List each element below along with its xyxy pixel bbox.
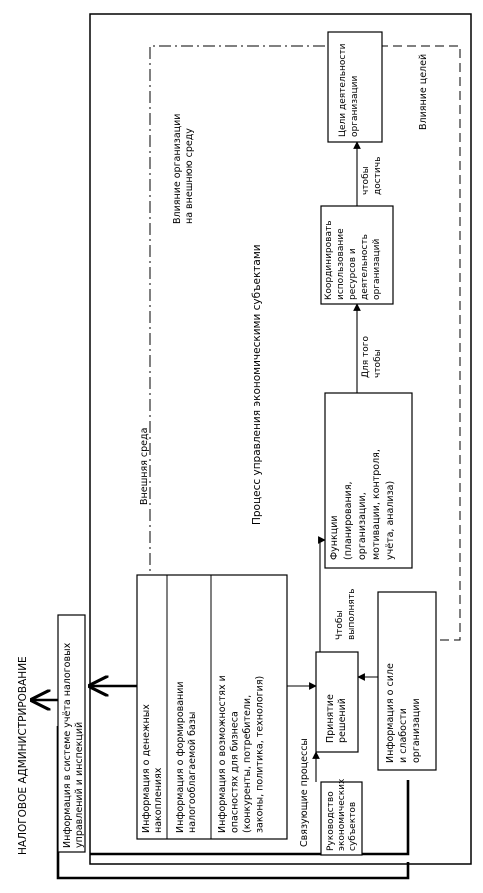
text-line: НАЛОГОВОЕ АДМИНИСТРИРОВАНИЕ [17,656,29,855]
text-line: организации [411,698,422,763]
text-line: опасностях для бизнеса [230,711,241,833]
text-line: Информация о денежных [141,704,152,833]
text-line: Внешняя среда [139,428,150,505]
goal-influence-boundary [365,45,461,641]
box-functions [324,392,413,569]
text-line: Информация в системе учёта налоговых [62,642,73,848]
label-external-environment: Внешняя среда [139,428,150,505]
text-line: Влияние целей [418,54,429,130]
text-line: Информация о формировании [175,681,186,833]
box-goals [327,31,383,143]
text-tax-info: Информация в системе учёта налоговыхупра… [62,642,85,848]
text-line: учёта, анализа) [385,481,396,560]
text-line: налогооблагаемой базы [187,712,198,833]
text-line: ресурсов и [348,248,358,300]
text-line: организаций [372,239,382,300]
text-line: Влияние организации [172,114,183,224]
text-line: Связующие процессы [299,738,310,847]
text-line: и слабости [398,708,409,763]
text-line: управлений и инспекций [74,722,85,848]
text-line: решений [337,698,348,743]
text-line: законы, политика, технология) [255,676,266,833]
label-influence-goals: Влияние целей [418,54,429,130]
text-line: организации, [357,492,368,560]
text-admin: НАЛОГОВОЕ АДМИНИСТРИРОВАНИЕ [17,656,29,855]
text-money-info: Информация о денежныхнакоплениях [141,704,164,833]
text-line: субъектов [348,802,358,851]
text-line: Информация о возможностях и [217,675,228,833]
label-influence-organization: Влияние организациина внешнюю среду [172,114,195,224]
text-line: Координировать [324,220,334,300]
text-line: чтобы [361,166,371,195]
text-line: экономических [337,778,347,851]
text-line: (конкуренты, потребители, [242,695,253,833]
text-management: Руководствоэкономическихсубъектов [326,778,358,851]
text-base-info: Информация о формированииналогооблагаемо… [175,681,198,833]
text-line: Информация о силе [385,663,396,763]
label-linking-processes: Связующие процессы [299,738,310,847]
box-coordinate [320,205,394,305]
text-line: Принятие [325,694,336,743]
text-decisions: Принятиерешений [325,694,348,743]
text-line: (планирования, [343,481,354,560]
external-environment-boundary [149,45,325,578]
text-line: Чтобы [335,610,345,640]
arrow-decisions-to-functions [318,536,326,652]
box-management [320,781,363,856]
box-strength-info [377,591,437,771]
text-line: на внешнюю среду [184,128,195,224]
text-line: Для того [361,335,371,378]
text-line: использование [336,228,346,300]
text-line: Руководство [326,791,336,851]
label-management-process: Процесс управления экономическими субъек… [251,244,263,525]
text-line: достичь [373,157,383,195]
feedback-line-inner [90,780,410,856]
text-line: чтобы [373,349,383,378]
text-line: организации [350,76,360,137]
text-line: мотивации, контроля, [371,449,382,560]
box-tax-info [57,614,86,853]
text-line: Цели деятельности [338,43,348,137]
box-info-group [136,574,288,840]
text-line: накоплениях [153,767,164,833]
text-line: деятельность [360,234,370,300]
text-line: выполнять [347,589,357,640]
text-line: Функции [329,515,340,560]
text-functions: Функции(планирования,организации,мотивац… [329,449,396,560]
outer-frame [89,13,472,865]
text-line: Процесс управления экономическими субъек… [251,244,263,525]
box-decisions [315,651,359,753]
